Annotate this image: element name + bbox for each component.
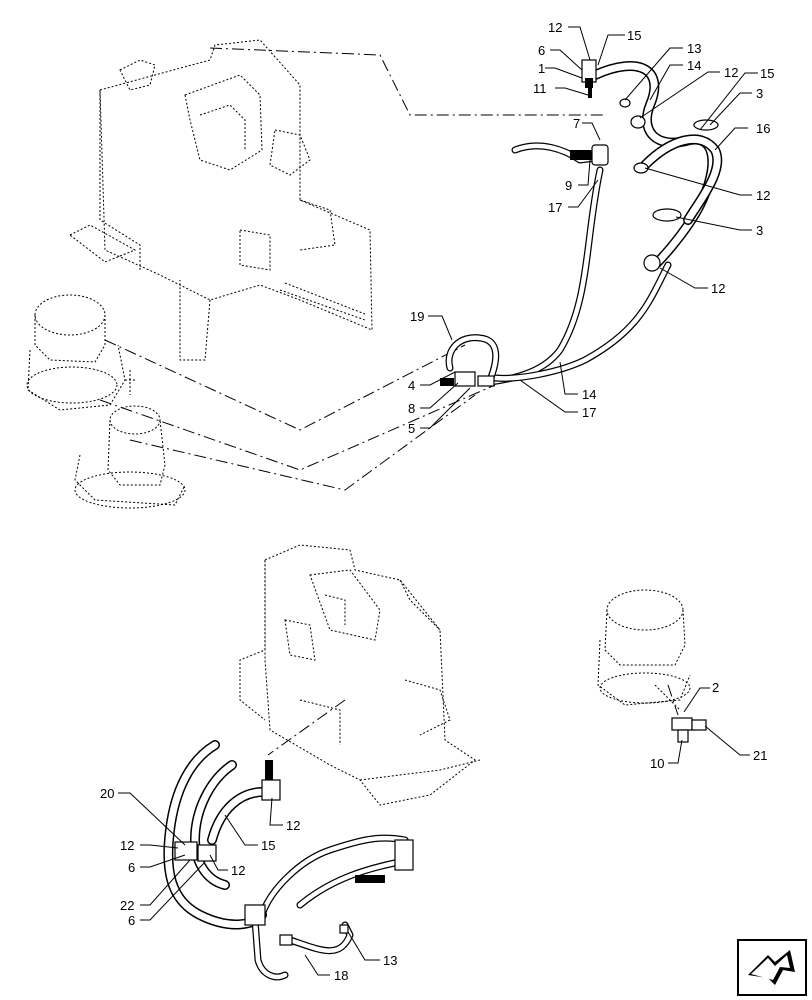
callout-9: 9 (565, 178, 572, 193)
top-hose-set (440, 59, 723, 387)
callout-4: 4 (408, 378, 415, 393)
callout-19: 19 (410, 309, 424, 324)
callout-1: 1 (538, 61, 545, 76)
callout-3: 3 (756, 223, 763, 238)
callout-15: 15 (627, 28, 641, 43)
callout-17: 17 (582, 405, 596, 420)
callout-7: 7 (573, 116, 580, 131)
next-page-arrow-icon[interactable] (737, 939, 807, 996)
callout-5: 5 (408, 421, 415, 436)
left-motor-assembly-ghost (26, 294, 186, 509)
callout-11: 11 (533, 81, 547, 96)
right-motor-assembly-ghost (597, 589, 691, 711)
callout-21: 21 (753, 748, 767, 763)
callout-17: 17 (548, 200, 562, 215)
callout-14: 14 (582, 387, 596, 402)
callout-14: 14 (687, 58, 701, 73)
lower-valve-assembly-ghost (239, 544, 481, 806)
callout-12: 12 (756, 188, 770, 203)
callout-labels: 12 6 1 11 15 13 14 12 15 3 16 7 9 17 12 … (100, 20, 774, 983)
callout-6: 6 (128, 913, 135, 928)
callout-13: 13 (687, 41, 701, 56)
callout-12: 12 (120, 838, 134, 853)
callout-15: 15 (760, 66, 774, 81)
callout-13: 13 (383, 953, 397, 968)
callout-6: 6 (538, 43, 545, 58)
callout-18: 18 (334, 968, 348, 983)
callout-12: 12 (548, 20, 562, 35)
callout-8: 8 (408, 401, 415, 416)
callout-12: 12 (724, 65, 738, 80)
reference-lines-top (99, 47, 605, 491)
callout-10: 10 (650, 756, 664, 771)
callout-15: 15 (261, 838, 275, 853)
callout-12: 12 (231, 863, 245, 878)
callout-2: 2 (712, 680, 719, 695)
callout-12: 12 (711, 281, 725, 296)
callout-20: 20 (100, 786, 114, 801)
callout-12: 12 (286, 818, 300, 833)
reference-lines-bottom (267, 684, 679, 756)
leader-lines (118, 26, 758, 976)
callout-3: 3 (756, 86, 763, 101)
callout-6: 6 (128, 860, 135, 875)
upper-valve-assembly-ghost (69, 39, 373, 361)
lower-hose-set (163, 717, 707, 981)
callout-16: 16 (756, 121, 770, 136)
callout-22: 22 (120, 898, 134, 913)
